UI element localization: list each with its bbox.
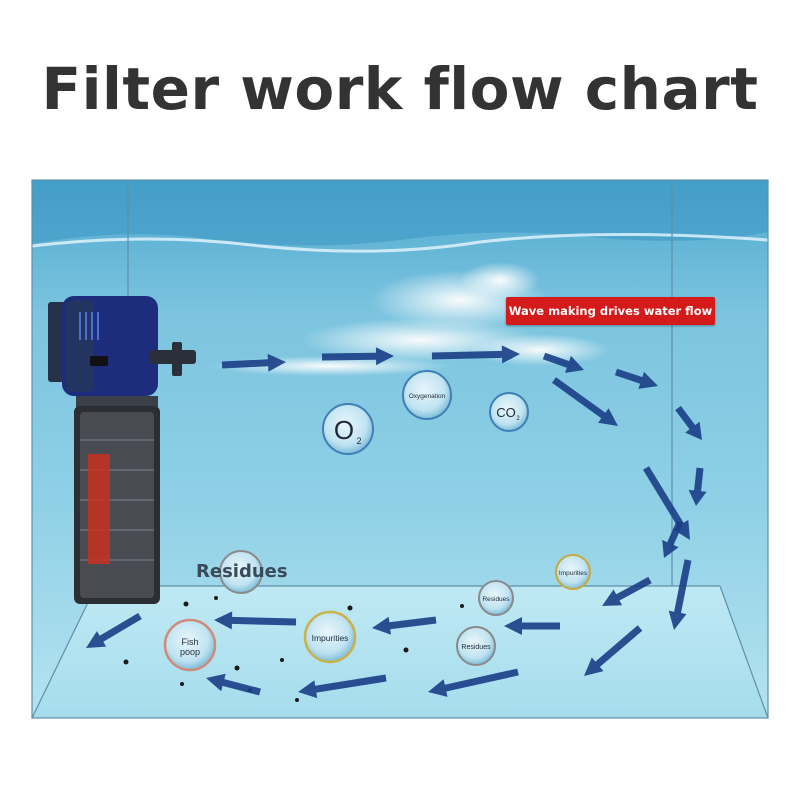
bubble-residues-small-2: Residues — [456, 626, 496, 666]
flow-arrow-icon — [552, 377, 618, 426]
bubble-label: Oxygenation — [409, 393, 446, 400]
flow-arrow-icon — [542, 352, 584, 373]
flow-arrow-icon — [298, 674, 387, 699]
bubble-label: 2 — [516, 416, 520, 422]
bubble-label: Impurities — [559, 570, 588, 577]
flow-arrow-icon — [214, 611, 297, 630]
bubble-residues-small-1: Residues — [478, 580, 514, 616]
flow-arrows — [86, 345, 707, 699]
flow-arrow-icon — [504, 617, 560, 635]
bubble-label: Residues — [482, 596, 510, 603]
bubble-label: poop — [180, 647, 200, 657]
tank-floor — [32, 586, 768, 718]
flow-arrow-icon — [221, 353, 286, 372]
flow-arrow-icon — [688, 467, 707, 506]
bubble-fish-poop: Fish poop — [163, 618, 217, 672]
bubble-impurities-small: Impurities — [555, 554, 591, 590]
bubble-label: Fish — [181, 637, 198, 647]
flow-arrow-icon — [584, 625, 643, 676]
flow-arrow-icon — [668, 559, 692, 630]
flow-arrow-icon — [614, 368, 658, 389]
bubble-label: Impurities — [312, 633, 349, 643]
bubble-label: Residues — [461, 644, 491, 651]
bubble-residues-large — [219, 550, 263, 594]
flow-arrow-icon — [322, 347, 394, 366]
debris-dots — [123, 596, 464, 702]
page-title: Filter work flow chart — [41, 55, 759, 123]
flow-arrow-icon — [206, 673, 261, 696]
bubble-co2: CO 2 — [489, 392, 529, 432]
wave-banner: Wave making drives water flow — [506, 297, 715, 325]
bubble-impurities-big: Impurities — [303, 610, 357, 664]
bubble-o2: O 2 — [322, 403, 374, 455]
bubble-label: CO — [496, 405, 516, 420]
bubble-label: 2 — [356, 436, 361, 446]
flow-arrow-icon — [662, 520, 684, 558]
bubble-label: O — [334, 415, 354, 445]
flow-arrow-icon — [372, 616, 437, 635]
bubble-oxygenation: Oxygenation — [402, 370, 452, 420]
flow-arrow-icon — [602, 576, 652, 606]
flow-arrow-icon — [675, 405, 702, 440]
flow-arrow-icon — [431, 345, 520, 364]
flow-arrow-icon — [86, 613, 142, 648]
water-splash — [210, 262, 610, 376]
flow-arrow-icon — [428, 668, 519, 697]
residues-label: Residues — [196, 561, 288, 582]
filter-pump-icon — [48, 296, 196, 604]
water-surface — [32, 180, 768, 246]
